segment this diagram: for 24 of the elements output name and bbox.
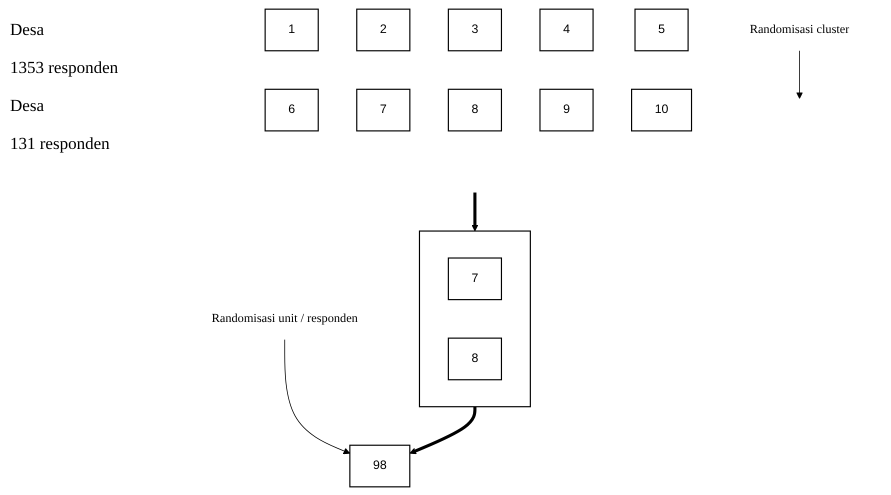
node-text: Randomisasi cluster — [750, 22, 850, 36]
node-box: 8 — [448, 88, 502, 131]
note-label: 1353 responden — [10, 58, 120, 78]
node-box: 1 — [264, 8, 319, 51]
arrow — [472, 192, 478, 231]
node-text: Randomisasi unit / responden — [212, 311, 358, 325]
note-label: 131 responden — [10, 134, 111, 154]
note-label: Desa — [10, 20, 45, 40]
note-label: Desa — [10, 96, 45, 116]
node-box: 7 — [448, 256, 502, 300]
node-box: 4 — [539, 8, 594, 51]
node-box: 6 — [264, 88, 319, 131]
node-box: 8 — [448, 337, 502, 380]
node-box: 2 — [356, 8, 410, 51]
node-box: 10 — [631, 88, 692, 131]
arrow — [284, 338, 350, 454]
arrow — [796, 50, 803, 98]
cluster — [418, 230, 531, 407]
node-box: 7 — [356, 88, 410, 131]
node-box: 3 — [448, 8, 502, 51]
node-box: 5 — [634, 8, 689, 51]
node-box: 98 — [349, 444, 410, 487]
node-box: 9 — [539, 88, 594, 131]
arrow — [409, 406, 476, 454]
